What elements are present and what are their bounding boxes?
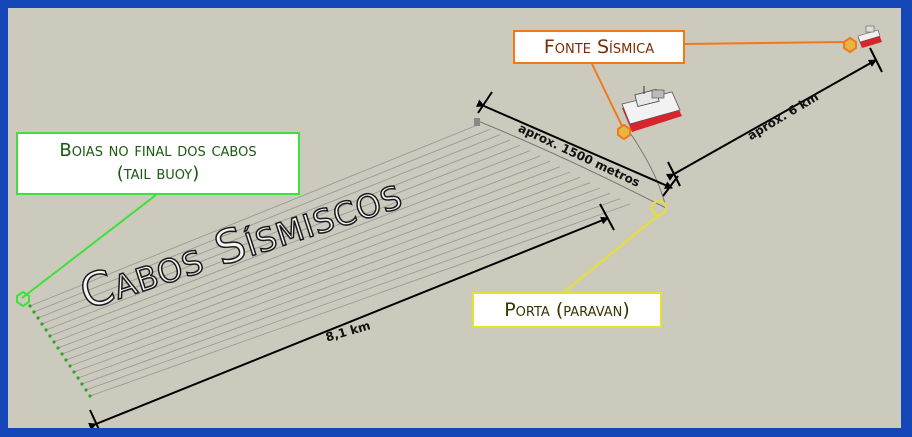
tail-buoy-dot bbox=[48, 334, 52, 338]
door-leader-line bbox=[563, 213, 661, 293]
tail-buoy-dot bbox=[68, 364, 72, 368]
tail-buoy-dot bbox=[88, 394, 92, 398]
tail-buoy-dot bbox=[80, 382, 84, 386]
head-float bbox=[474, 118, 480, 126]
tail-buoy-dot bbox=[32, 310, 36, 314]
seismic-survey-drawing bbox=[16, 25, 883, 428]
buoy-leader-line bbox=[21, 194, 157, 299]
tail-buoy-callout: Boias no final dos cabos (tail buoy) bbox=[16, 132, 300, 195]
diagram-canvas: Cabos Sísmiscos Boias no final dos cabos… bbox=[8, 8, 901, 428]
tow-line-left bbox=[477, 120, 667, 209]
survey-vessel bbox=[621, 86, 682, 132]
tow-line-right bbox=[627, 129, 667, 209]
tail-buoy-dot bbox=[84, 388, 88, 392]
source-marker-near bbox=[617, 123, 631, 141]
tail-buoy-title: Boias no final dos cabos bbox=[59, 140, 257, 161]
source-leader-line-1 bbox=[591, 63, 624, 129]
tail-buoy-dot bbox=[36, 316, 40, 320]
tail-buoy-dot bbox=[72, 370, 76, 374]
door-marker bbox=[651, 200, 667, 216]
tail-buoy-marker bbox=[16, 290, 30, 308]
tail-buoy-dot bbox=[60, 352, 64, 356]
tail-buoy-dot bbox=[64, 358, 68, 362]
source-marker-far bbox=[843, 36, 857, 54]
tail-buoy-dot bbox=[56, 346, 60, 350]
tail-buoy-dot bbox=[52, 340, 56, 344]
seismic-source-callout: Fonte Sísmica bbox=[513, 30, 685, 64]
tail-buoy-dot bbox=[28, 304, 32, 308]
door-paravan-callout: Porta (paravan) bbox=[472, 292, 662, 328]
source-vessel-far bbox=[857, 25, 882, 48]
tail-buoy-dot bbox=[76, 376, 80, 380]
cable-length-arrow bbox=[88, 203, 615, 428]
tail-buoy-subtitle: (tail buoy) bbox=[116, 162, 200, 184]
distance-6km-arrow bbox=[665, 47, 883, 187]
source-leader-line-2 bbox=[684, 41, 845, 45]
tail-buoy-dot bbox=[40, 322, 44, 326]
tail-buoy-dot bbox=[44, 328, 48, 332]
